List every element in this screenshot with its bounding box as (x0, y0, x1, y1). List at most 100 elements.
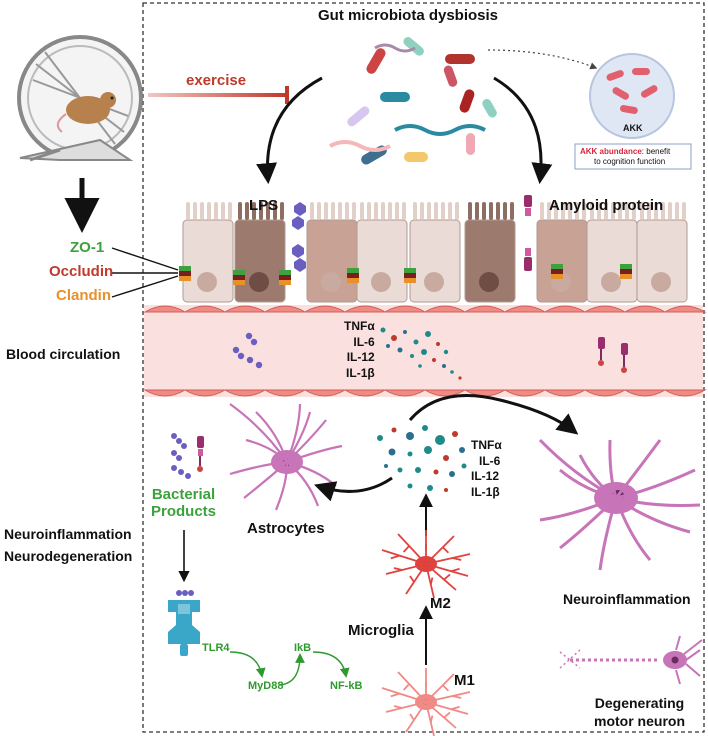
bacterial-products-icon (171, 433, 204, 479)
akk-note-box (574, 143, 692, 170)
microvilli (434, 202, 438, 220)
microglia-m2-icon (381, 530, 471, 599)
microvilli (475, 202, 479, 220)
microglia-process (425, 535, 455, 565)
microvilli (568, 202, 572, 220)
astrocyte-process (229, 403, 288, 463)
cytokine-dot (415, 467, 421, 473)
microvilli (200, 202, 204, 220)
cell-nucleus (479, 272, 499, 292)
cytokine-dot (377, 435, 383, 441)
microvilli (540, 202, 544, 220)
neuron-dendrite (559, 468, 617, 500)
occludin-stripe (179, 271, 191, 276)
cytokine-dot (386, 344, 390, 348)
zo1-stripe (404, 268, 416, 273)
microvilli (441, 202, 445, 220)
microvilli (280, 202, 284, 220)
microvilli (207, 202, 211, 220)
microglia-branch (452, 695, 462, 699)
tight-junction-lines (111, 247, 179, 298)
exercise-inhibition (148, 86, 289, 104)
degenerating-line: motor neuron (594, 713, 685, 730)
occludin-stripe (347, 273, 359, 278)
astrocyte-process (286, 461, 320, 507)
microglia-branch (393, 705, 403, 709)
m1-label: M1 (454, 672, 475, 689)
microvilli (317, 202, 321, 220)
blood-cytokine: IL-12 (346, 350, 375, 365)
cytokine-dot (449, 471, 455, 477)
cytokine-dot (433, 469, 439, 475)
akk-note-line2: to cognition function (594, 157, 666, 166)
endothelial-cell (663, 389, 707, 397)
exercise-label: exercise (186, 72, 247, 89)
cytokine-dot (407, 451, 413, 457)
microvilli (597, 202, 601, 220)
microvilli (338, 202, 342, 220)
akk-note-bold: AKK abundance (580, 147, 642, 156)
microvilli (489, 202, 493, 220)
zo1-stripe (620, 264, 632, 269)
clandin-stripe (279, 280, 291, 285)
cytokine-dot (410, 354, 414, 358)
cytokine-dot (443, 455, 449, 461)
gut-epithelium (179, 202, 688, 303)
epithelial-cell (234, 219, 286, 303)
zo1-label: ZO-1 (70, 239, 105, 256)
neuron-dendrite (614, 439, 662, 499)
cytokine-dot (432, 358, 436, 362)
astrocyte-process (245, 438, 288, 463)
cytokine-dot (461, 463, 467, 469)
neuron-dendrite (598, 497, 618, 571)
microvilli (413, 202, 417, 220)
microvilli (367, 202, 371, 220)
degenerating-label: Degenerating motor neuron (594, 694, 685, 730)
microvilli (661, 202, 665, 220)
microvilli (618, 202, 622, 220)
astrocyte-process (285, 403, 302, 463)
myd88-label: MyD88 (248, 680, 284, 692)
bacterial-products-line: Products (151, 503, 217, 521)
zo1-stripe (233, 270, 245, 275)
cell-nucleus (424, 272, 444, 292)
akk-note: AKK abundance: benefit to cognition func… (580, 147, 670, 167)
clandin-stripe (179, 276, 191, 281)
microvilli (221, 202, 225, 220)
microglia-branch (442, 684, 450, 692)
cytokine-dot (436, 342, 440, 346)
cytokine-dot (425, 331, 431, 337)
occludin-stripe (404, 273, 416, 278)
blood-cytokine-dots (380, 327, 462, 380)
microglia-branch (429, 577, 434, 585)
microvilli (402, 202, 406, 220)
occludin-stripe (551, 269, 563, 274)
blood-cytokine-list: TNFα IL-6 IL-12 IL-1β (344, 319, 375, 381)
astrocyte-process (255, 411, 289, 463)
cytokine-dot (406, 432, 414, 440)
zo1-stripe (279, 270, 291, 275)
occludin-label: Occludin (49, 263, 114, 280)
cytokine-dot (403, 330, 407, 334)
cytokine-dot (407, 483, 413, 489)
epithelial-cell (409, 219, 461, 303)
clandin-stripe (233, 280, 245, 285)
microvilli (266, 202, 270, 220)
astrocyte-icon (229, 403, 343, 511)
neuron-dendrite (614, 497, 652, 561)
microvilli (604, 202, 608, 220)
microvilli (682, 202, 686, 220)
microvilli (510, 202, 514, 220)
microglia-branch (442, 546, 450, 554)
astrocyte-process (274, 461, 289, 511)
microvilli (420, 202, 424, 220)
neuron-dendrite (539, 496, 617, 522)
zo1-stripe (179, 266, 191, 271)
brain-cytokine-list: TNFα IL-6 IL-12 IL-1β (471, 438, 502, 500)
microvilli (647, 202, 651, 220)
microvilli (675, 202, 679, 220)
cytokine-dot (452, 431, 458, 437)
microglia-branch (390, 554, 400, 560)
microvilli (468, 202, 472, 220)
microvilli (625, 202, 629, 220)
